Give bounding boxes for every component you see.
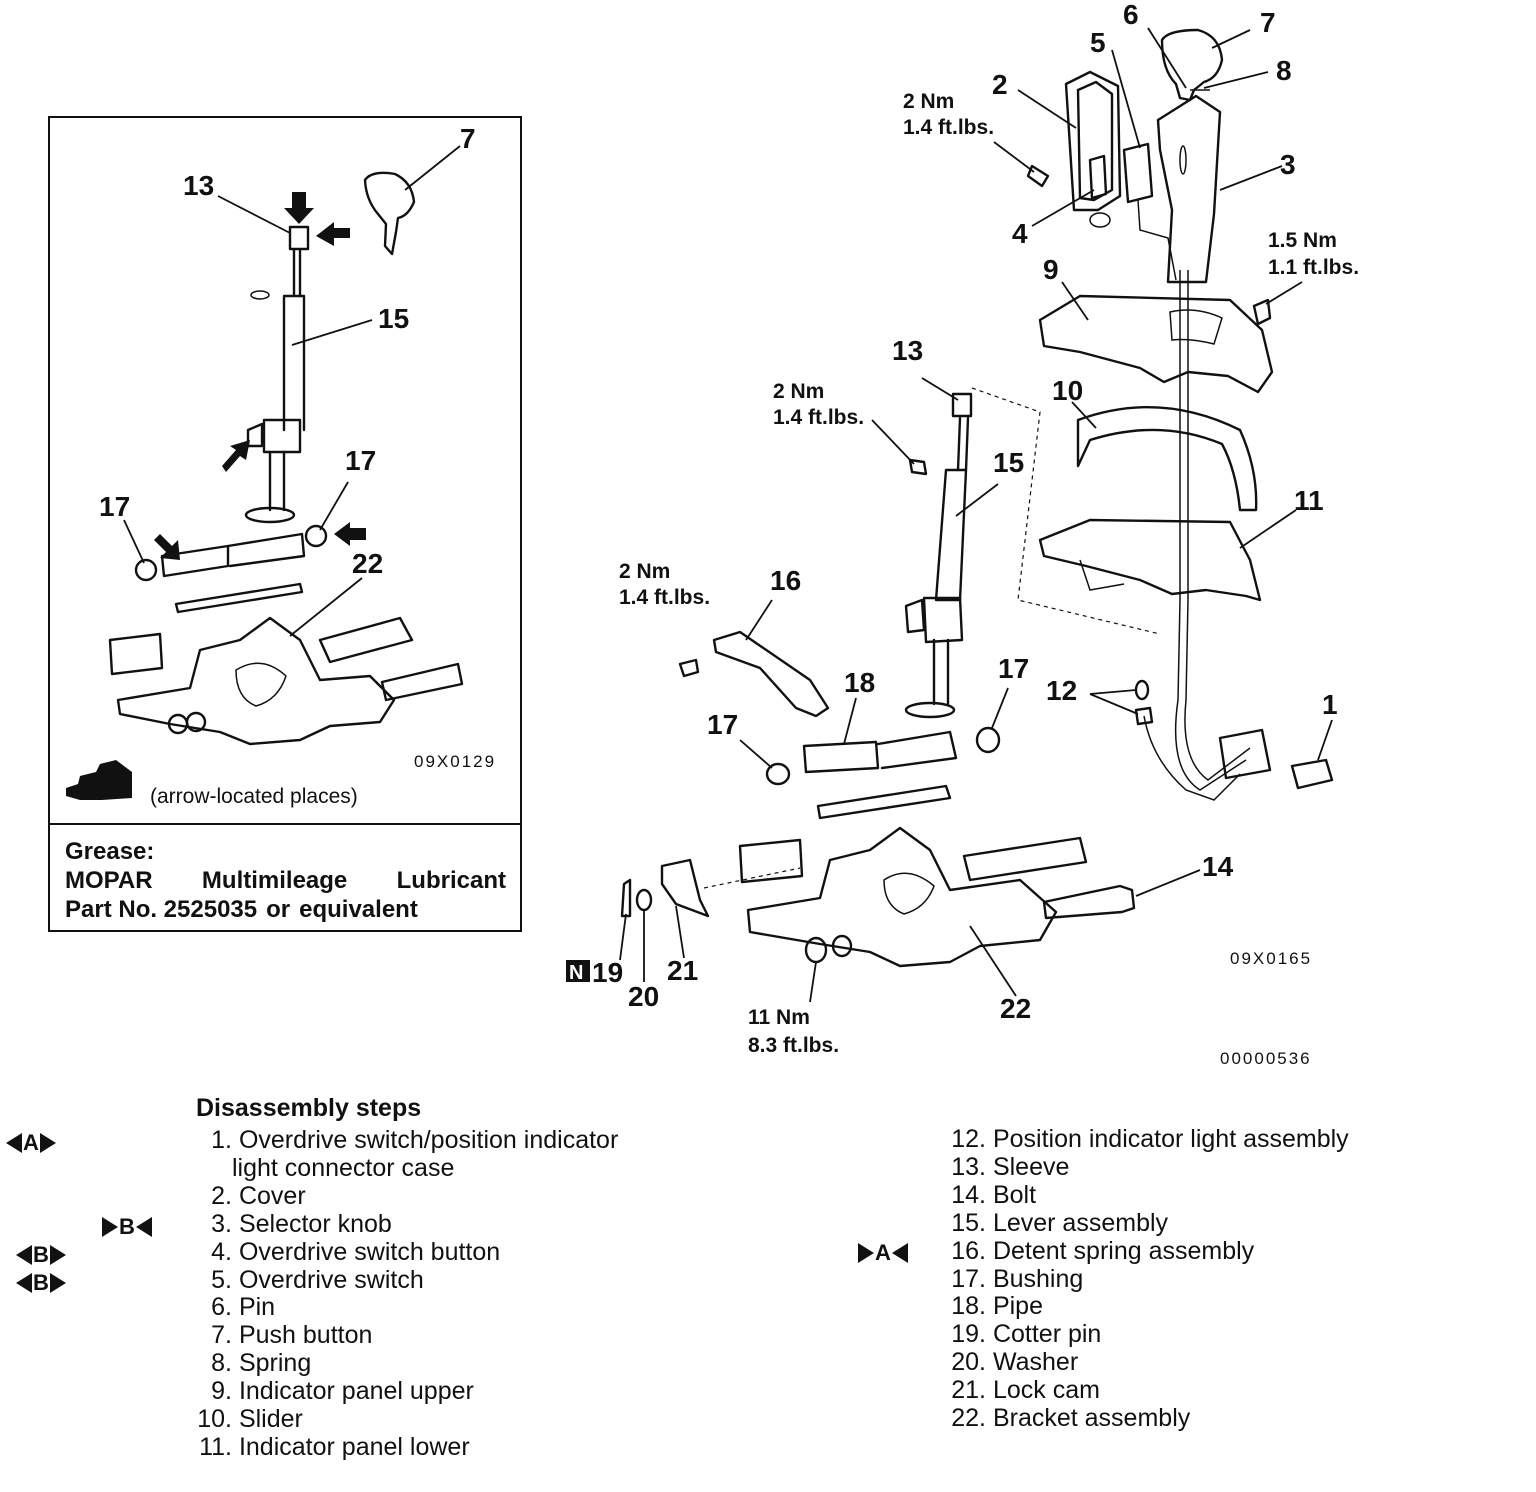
torque-panel-nm: 1.5 Nm	[1268, 229, 1337, 252]
inset-callout-13: 13	[183, 170, 214, 201]
inset-callout-17-left: 17	[99, 491, 130, 522]
callout-13: 13	[892, 335, 923, 366]
callout-4: 4	[1012, 218, 1028, 249]
grease-product: Multimileage	[201, 867, 348, 894]
step-item: 17. Bushing	[951, 1264, 1084, 1293]
step-item: 9. Indicator panel upper	[211, 1377, 474, 1406]
marker-b-removal-5: B	[16, 1270, 66, 1296]
callout-7: 7	[1260, 7, 1276, 38]
callout-2: 2	[992, 69, 1008, 100]
callout-6: 6	[1123, 0, 1139, 30]
grease-brand: MOPAR	[65, 867, 153, 894]
diagram-id: 00000536	[1220, 1049, 1312, 1068]
step-item: 10. Slider	[197, 1405, 303, 1434]
step-item: 3. Selector knob	[211, 1209, 392, 1238]
callout-22: 22	[1000, 993, 1031, 1024]
torque-cover-ftlbs: 1.4 ft.lbs.	[903, 116, 994, 139]
inset-callout-15: 15	[378, 303, 409, 334]
grease-line-2: Part No. 2525035 or equivalent	[65, 895, 506, 924]
step-item: 16. Detent spring assembly	[951, 1236, 1255, 1265]
exploded-view-diagram: 13 7 15 17 17 22 09X0129 (arrow-located …	[66, 0, 1359, 1068]
arrow-right-icon	[49, 1245, 66, 1265]
main-illustration	[566, 27, 1334, 1003]
nonreusable-mark: N	[569, 962, 583, 984]
callout-17-left: 17	[707, 709, 738, 740]
grease-line-1: MOPAR Multimileage Lubricant	[65, 866, 506, 895]
callout-8: 8	[1276, 55, 1292, 86]
step-item: 22. Bracket assembly	[951, 1404, 1191, 1433]
callout-10: 10	[1052, 375, 1083, 406]
inset-frame	[48, 116, 522, 932]
step-item: 1. Overdrive switch/position indicator	[211, 1126, 619, 1154]
torque-detent-nm: 2 Nm	[619, 560, 670, 583]
torque-detent-ftlbs: 1.4 ft.lbs.	[619, 586, 710, 609]
step-item: 8. Spring	[211, 1349, 312, 1378]
grease-equivalent: equivalent	[299, 896, 418, 923]
step-item: 18. Pipe	[951, 1292, 1043, 1321]
step-item-continuation: light connector case	[232, 1153, 455, 1182]
callout-12: 12	[1046, 675, 1077, 706]
callout-15: 15	[993, 447, 1024, 478]
callout-20: 20	[628, 981, 659, 1012]
step-item: 7. Push button	[211, 1321, 373, 1350]
callout-14: 14	[1202, 851, 1234, 882]
step-item: 5. Overdrive switch	[211, 1265, 424, 1294]
main-figure-id: 09X0165	[1230, 949, 1312, 968]
torque-cover-nm: 2 Nm	[903, 90, 954, 113]
callout-9: 9	[1043, 254, 1059, 285]
marker-a-install: A	[858, 1240, 908, 1266]
inset-callout-17-right: 17	[345, 445, 376, 476]
marker-a-removal: A	[6, 1130, 56, 1156]
callout-3: 3	[1280, 149, 1296, 180]
step-item: 13. Sleeve	[951, 1152, 1070, 1181]
torque-sleeve-ftlbs: 1.4 ft.lbs.	[773, 406, 864, 429]
arrow-left-icon	[6, 1133, 22, 1153]
arrow-left-icon	[891, 1243, 908, 1263]
callout-11: 11	[1294, 485, 1324, 516]
arrow-left-icon	[16, 1245, 32, 1265]
steps-list-left: 1. Overdrive switch/position indicator l…	[186, 1126, 619, 1462]
step-item: 6. Pin	[211, 1293, 276, 1322]
step-item: 14. Bolt	[951, 1180, 1037, 1209]
inset-callout-7: 7	[460, 123, 476, 154]
grease-spec-box: Grease: MOPAR Multimileage Lubricant Par…	[50, 823, 520, 930]
torque-bracket-nm: 11 Nm	[748, 1006, 810, 1029]
torque-sleeve-nm: 2 Nm	[773, 380, 824, 403]
callout-21: 21	[667, 955, 698, 986]
callout-16: 16	[770, 565, 801, 596]
callout-5: 5	[1090, 27, 1106, 58]
marker-b-removal-4: B	[16, 1242, 66, 1268]
arrow-left-icon	[135, 1217, 152, 1237]
inset-figure-id: 09X0129	[414, 752, 496, 771]
step-item: 21. Lock cam	[951, 1376, 1100, 1405]
marker-b-install: B	[102, 1214, 152, 1240]
arrow-left-icon	[16, 1273, 32, 1293]
callout-19: 19	[592, 957, 623, 988]
step-item: 19. Cotter pin	[951, 1320, 1102, 1349]
step-item: 4. Overdrive switch button	[211, 1237, 501, 1266]
step-item: 20. Washer	[951, 1348, 1079, 1377]
arrow-right-icon	[858, 1243, 874, 1263]
grease-title: Grease:	[65, 838, 155, 865]
callout-17-right: 17	[998, 653, 1029, 684]
torque-panel-ftlbs: 1.1 ft.lbs.	[1268, 256, 1359, 279]
inset-callout-22: 22	[352, 548, 383, 579]
arrow-right-icon	[39, 1133, 56, 1153]
steps-heading: Disassembly steps	[196, 1094, 422, 1122]
step-item: 12. Position indicator light assembly	[951, 1125, 1349, 1153]
arrow-right-icon	[49, 1273, 66, 1293]
steps-list-right: 12. Position indicator light assembly 13…	[940, 1125, 1349, 1433]
callout-18: 18	[844, 667, 875, 698]
grease-symbol-caption: (arrow-located places)	[150, 785, 358, 808]
callout-1: 1	[1322, 689, 1338, 720]
torque-bracket-ftlbs: 8.3 ft.lbs.	[748, 1034, 839, 1057]
step-item: 15. Lever assembly	[951, 1208, 1169, 1237]
step-item: 2. Cover	[211, 1181, 306, 1210]
arrow-right-icon	[102, 1217, 118, 1237]
grease-part-no: Part No. 2525035	[65, 896, 258, 923]
grease-type: Lubricant	[396, 867, 506, 894]
inset-illustration	[66, 145, 464, 800]
grease-or: or	[266, 896, 291, 923]
step-item: 11. Indicator panel lower	[199, 1432, 470, 1461]
